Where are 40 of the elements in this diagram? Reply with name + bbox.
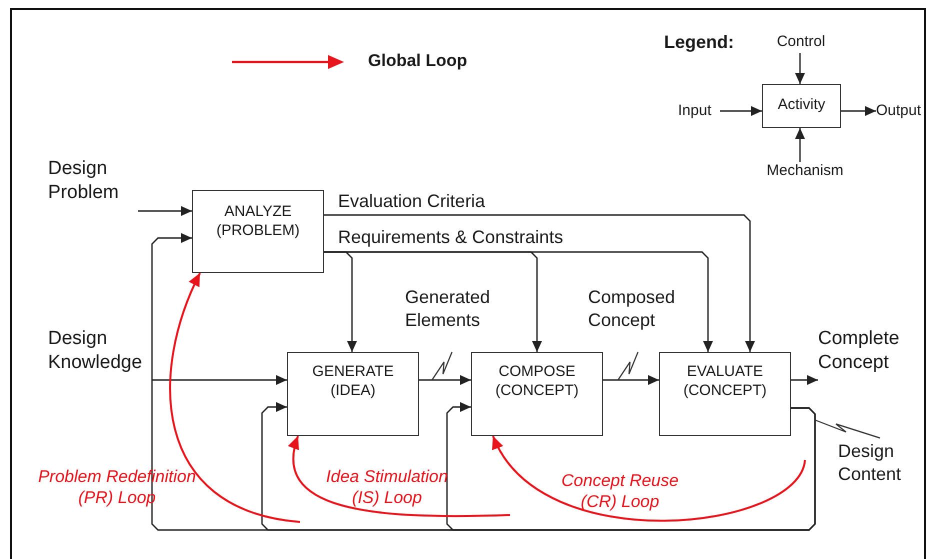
loop-arrow	[288, 436, 510, 518]
activity-box	[471, 352, 603, 436]
flow-arrow	[138, 206, 192, 216]
flow-arrow	[795, 53, 805, 84]
activity-label: COMPOSE (CONCEPT)	[494, 363, 580, 400]
flow-label: Control	[770, 33, 832, 52]
flow-arrow	[419, 375, 471, 385]
flow-arrow	[603, 375, 659, 385]
loop-arrow	[169, 272, 300, 523]
flow-arrow	[791, 375, 818, 385]
legend-title: Legend:	[664, 31, 734, 54]
flow-arrow	[446, 402, 816, 531]
activity-box	[659, 352, 791, 436]
activity-label: GENERATE (IDEA)	[311, 363, 395, 400]
flow-label: Input	[678, 102, 720, 121]
legend-activity-box	[762, 84, 841, 128]
flow-label: Complete Concept	[818, 327, 915, 374]
flow-arrow	[324, 214, 755, 352]
activity-label: EVALUATE (CONCEPT)	[682, 363, 768, 400]
activity-label: ANALYZE (PROBLEM)	[215, 203, 301, 240]
output-label: Design Content	[838, 440, 902, 485]
flow-label: Mechanism	[758, 162, 852, 181]
flow-label: Output	[876, 102, 936, 121]
flow-arrow	[841, 106, 876, 116]
flow-label: Design Knowledge	[48, 327, 152, 374]
legend-label: Global Loop	[368, 51, 468, 71]
edge-label: Composed Concept	[588, 286, 676, 331]
flow-arrow	[720, 106, 762, 116]
edge-label: Requirements & Constraints	[338, 226, 564, 248]
activity-box	[192, 190, 324, 273]
edge-label: Generated Elements	[405, 286, 492, 331]
flow-arrow	[324, 251, 713, 352]
flow-label: Design Problem	[48, 157, 138, 204]
activity-label: Activity	[776, 96, 826, 115]
activity-box	[287, 352, 419, 436]
flow-arrow	[152, 375, 287, 385]
loop-label: Concept Reuse (CR) Loop	[560, 470, 680, 512]
edge-label: Evaluation Criteria	[338, 190, 486, 212]
flow-arrow	[795, 128, 805, 162]
loop-arrow	[492, 436, 806, 522]
